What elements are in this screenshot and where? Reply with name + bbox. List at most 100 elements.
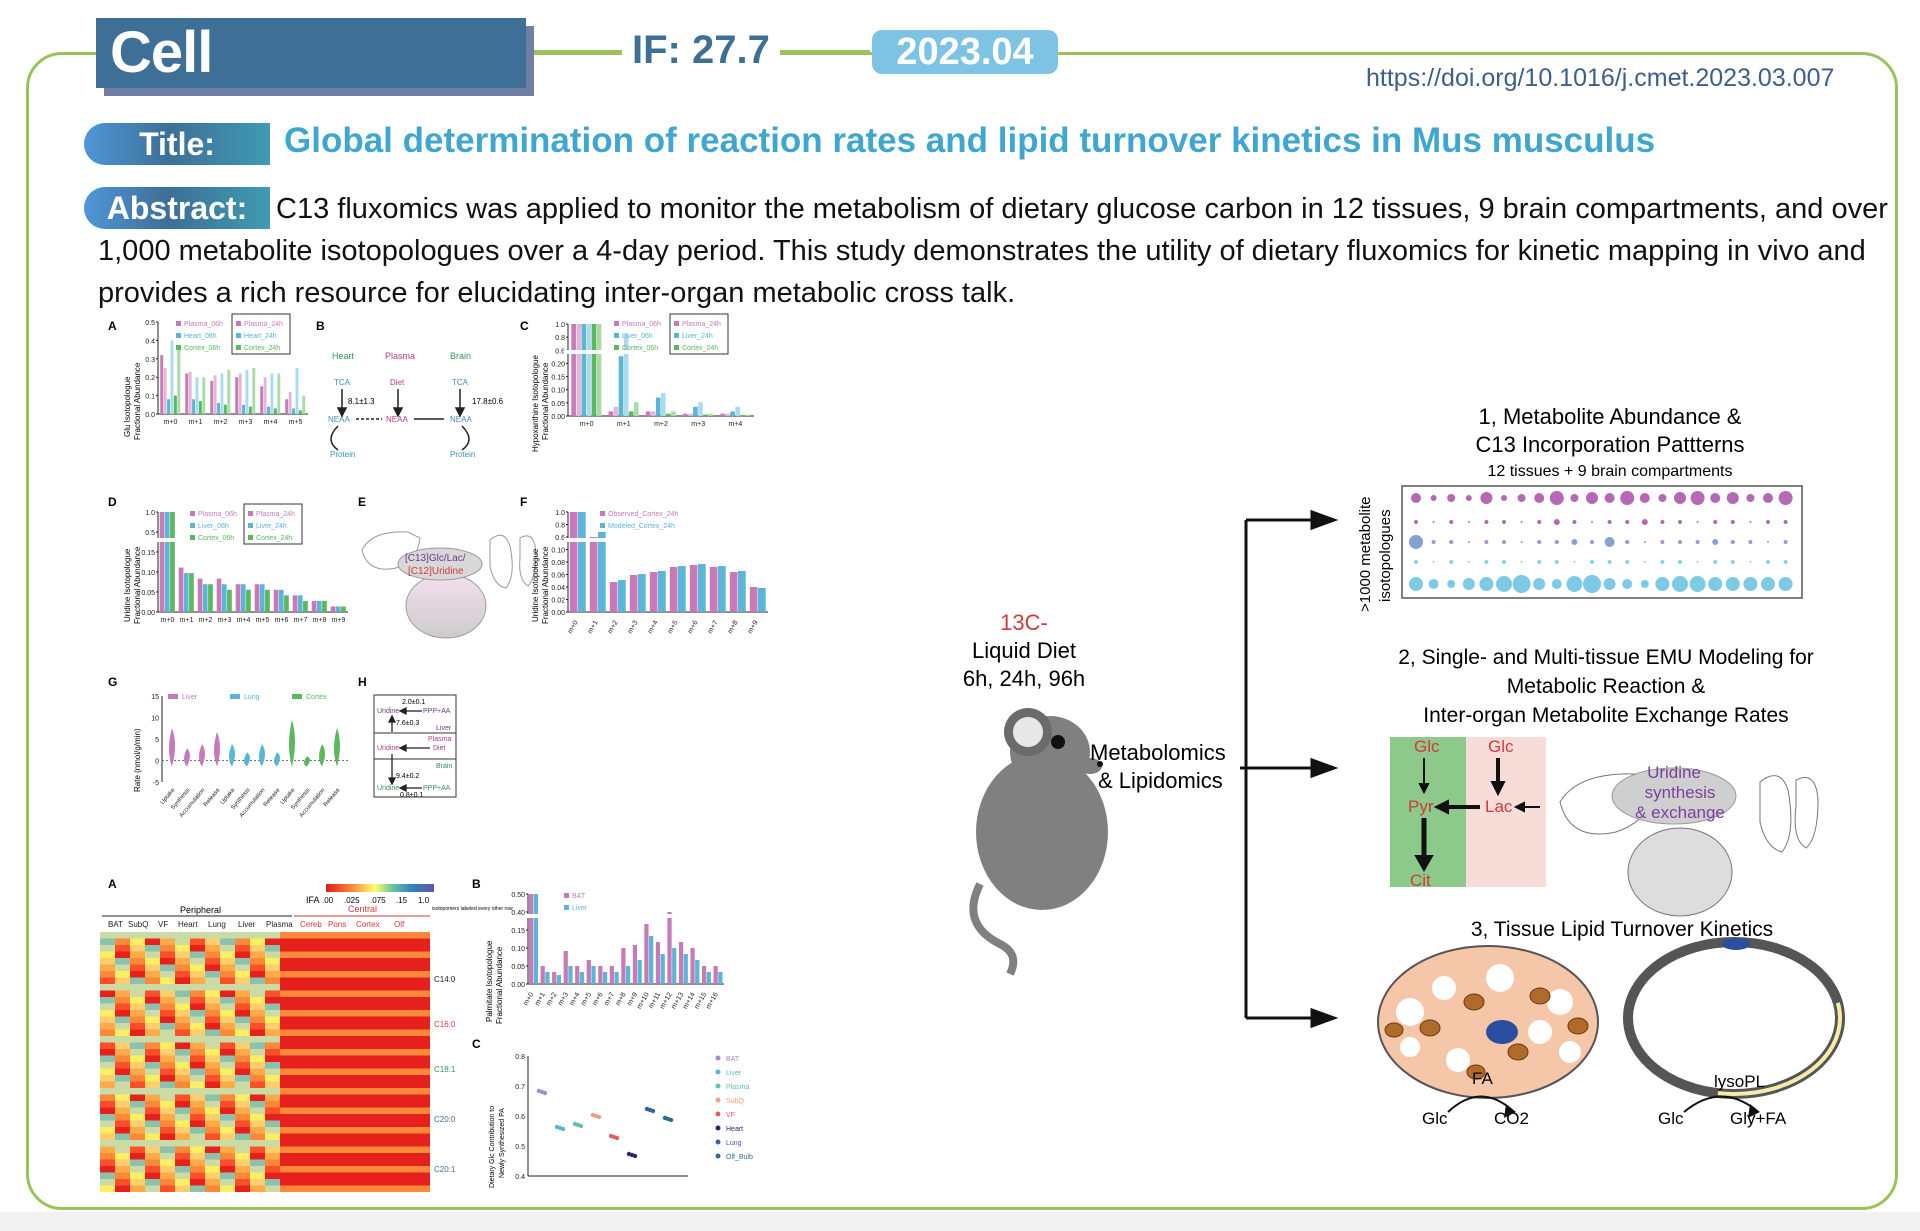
heatmap-cell — [295, 1055, 310, 1062]
heatmap-cell — [415, 1146, 430, 1153]
heatmap-cell — [280, 1172, 295, 1179]
legend-swatch — [236, 321, 241, 326]
lipid-label: C16:0 — [434, 1020, 456, 1029]
heatmap-cell — [220, 1120, 235, 1127]
heatmap-cell — [250, 1029, 265, 1036]
heatmap-cell — [145, 938, 160, 945]
heatmap-cell — [115, 1049, 130, 1056]
heatmap-cell — [130, 1185, 145, 1192]
heatmap-cell — [160, 1068, 175, 1075]
heatmap-cell — [355, 1081, 370, 1088]
heatmap-cell — [325, 1023, 340, 1030]
scatter-point — [578, 1123, 584, 1129]
heatmap-cell — [190, 1172, 205, 1179]
legend-swatch — [176, 333, 181, 338]
x-tick-label: m+1 — [617, 421, 631, 428]
heatmap-cell — [265, 1179, 280, 1186]
axis-label: >1000 metabolite — [1357, 496, 1374, 612]
tissue-label: Brain — [436, 763, 452, 770]
bubble — [1484, 560, 1489, 564]
bubble — [1620, 491, 1635, 505]
bubble — [1625, 540, 1630, 544]
axis-label: Fractional Abundance — [541, 546, 550, 624]
heatmap-cell — [280, 1179, 295, 1186]
heatmap-cell — [130, 997, 145, 1004]
heatmap-cell — [235, 958, 250, 965]
heatmap-cell — [190, 1003, 205, 1010]
bubble — [1467, 541, 1470, 543]
heatmap-cell — [310, 1023, 325, 1030]
x-tick-label: m+4 — [728, 421, 742, 428]
x-tick-label: m+16 — [705, 991, 720, 1010]
heatmap-cell — [160, 1159, 175, 1166]
heatmap-cell — [415, 1153, 430, 1160]
violin — [214, 731, 220, 767]
heatmap-cell — [280, 971, 295, 978]
node-glc: Glc — [1414, 737, 1440, 756]
heatmap-cell — [175, 1101, 190, 1108]
heatmap-cell — [250, 1107, 265, 1114]
heatmap-cell — [160, 1023, 175, 1030]
heatmap-cell — [415, 1107, 430, 1114]
heatmap-cell — [160, 1185, 175, 1192]
heatmap-cell — [325, 1101, 340, 1108]
bubble — [1730, 560, 1735, 564]
heatmap-cell — [130, 1029, 145, 1036]
heatmap-cell — [100, 1088, 115, 1095]
heatmap-cell — [385, 1055, 400, 1062]
heatmap-cell — [130, 1023, 145, 1030]
heatmap-cell — [295, 932, 310, 939]
heatmap-cell — [235, 971, 250, 978]
bubble — [1449, 540, 1454, 544]
bubble — [1449, 520, 1454, 524]
section-3: 3, Tissue Lipid Turnover Kinetics FA Glc… — [1377, 918, 1845, 1128]
heatmap-cell — [160, 1172, 175, 1179]
heatmap-cell — [295, 1094, 310, 1101]
axis-label: Hypoxanthine Isotopologue — [531, 354, 540, 452]
heatmap-cell — [190, 951, 205, 958]
doi-link[interactable]: https://doi.org/10.1016/j.cmet.2023.03.0… — [1366, 64, 1835, 92]
heatmap-cell — [190, 1029, 205, 1036]
heatmap-cell — [175, 1068, 190, 1075]
heatmap-cell — [100, 997, 115, 1004]
heatmap-cell — [400, 1023, 415, 1030]
bar — [198, 401, 202, 414]
heatmap-cell — [280, 1114, 295, 1121]
heatmap-cell — [235, 938, 250, 945]
heatmap-cell — [175, 1166, 190, 1173]
heatmap-cell — [235, 951, 250, 958]
heatmap-cell — [310, 938, 325, 945]
heatmap-cell — [145, 951, 160, 958]
heatmap-cell — [145, 1003, 160, 1010]
bubble — [1730, 520, 1735, 524]
heatmap-cell — [250, 1042, 265, 1049]
heatmap-cell — [325, 1081, 340, 1088]
bubble — [1713, 520, 1718, 524]
heatmap-cell — [325, 932, 340, 939]
bubble — [1678, 540, 1682, 544]
heatmap-cell — [160, 945, 175, 952]
x-tick-label: m+3 — [218, 617, 232, 624]
bar — [688, 413, 693, 416]
heatmap-cell — [295, 1036, 310, 1043]
heatmap-cell — [145, 1179, 160, 1186]
heatmap-cell — [205, 1023, 220, 1030]
chart-b2: 0.500.400.150.100.050.00m+0m+1m+2m+3m+4m… — [511, 892, 726, 1010]
heatmap-cell — [115, 1107, 130, 1114]
heatmap-cell — [100, 1120, 115, 1127]
heatmap-cell — [355, 1068, 370, 1075]
bar — [586, 960, 591, 984]
heatmap-cell — [100, 1185, 115, 1192]
panel-a: A Glu Isotopologue Fractional Abundance … — [108, 313, 308, 440]
heatmap-cell — [355, 1159, 370, 1166]
legend-label: Heart_06h — [184, 333, 217, 340]
heatmap-cell — [130, 990, 145, 997]
tissue-label: Cortex — [356, 920, 380, 929]
legend-label: Lung — [726, 1140, 742, 1147]
heatmap-cell — [145, 958, 160, 965]
bar — [678, 942, 684, 984]
y-tick-label: 10 — [151, 716, 159, 723]
panel-e: E [C13]Glc/Lac/ [C12]Uridine — [358, 495, 537, 639]
heatmap-cell — [175, 1153, 190, 1160]
